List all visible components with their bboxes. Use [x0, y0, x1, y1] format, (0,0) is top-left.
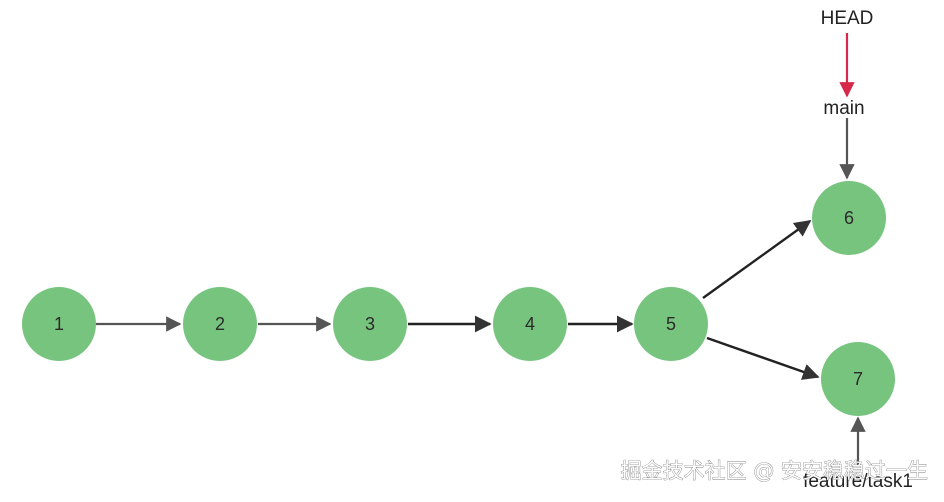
commit-node-6: 6	[812, 181, 886, 255]
commit-label-4: 4	[525, 314, 535, 334]
commit-label-6: 6	[844, 208, 854, 228]
feature-branch-label: feature/task1	[803, 471, 913, 492]
commit-node-5: 5	[634, 287, 708, 361]
commit-node-1: 1	[22, 287, 96, 361]
commit-label-1: 1	[54, 314, 64, 334]
main-branch-label: main	[823, 98, 864, 119]
edge-5-6	[702, 220, 812, 299]
commit-label-7: 7	[853, 369, 863, 389]
ref-labels: HEAD main feature/task1	[803, 8, 913, 492]
edge-5-7	[706, 336, 820, 380]
watermark-text: 掘金技术社区 @ 安安稳稳过一生	[621, 459, 928, 483]
commit-label-3: 3	[365, 314, 375, 334]
commit-node-7: 7	[821, 342, 895, 416]
commit-node-4: 4	[493, 287, 567, 361]
commit-node-3: 3	[333, 287, 407, 361]
commit-label-2: 2	[215, 314, 225, 334]
commit-label-5: 5	[666, 314, 676, 334]
ref-arrows	[839, 33, 866, 466]
head-label: HEAD	[821, 8, 874, 29]
commit-node-2: 2	[183, 287, 257, 361]
commit-nodes: 1 2 3 4 5 6 7	[22, 181, 895, 416]
commit-edges	[96, 220, 820, 380]
